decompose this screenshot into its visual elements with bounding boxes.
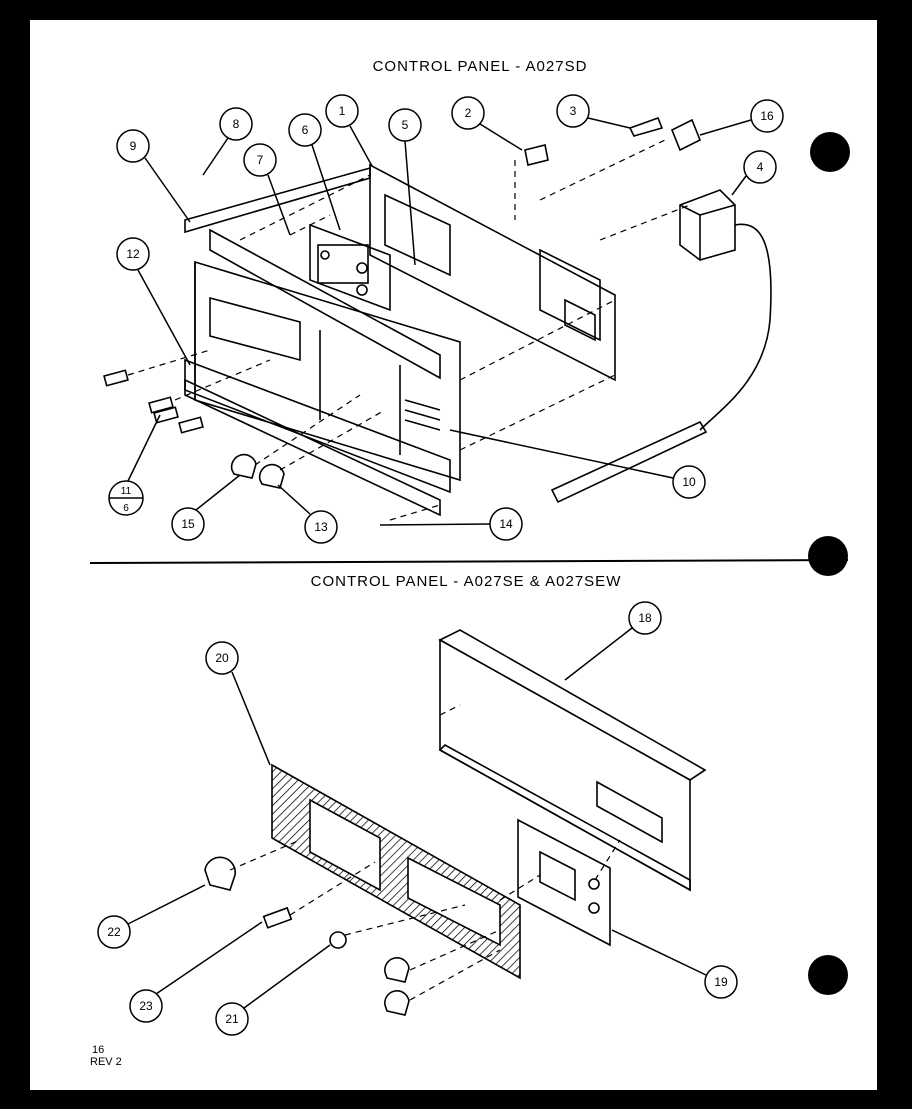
top-callouts [108, 94, 784, 544]
callout-22: 22 [107, 925, 121, 939]
callout-bubble [219, 107, 253, 141]
callout-4: 4 [757, 160, 764, 174]
page-number: 16 [92, 1044, 104, 1056]
bottom-callout-labels: 18 19 20 21 22 23 [107, 611, 728, 1026]
callout-bubble [288, 113, 322, 147]
callout-11-numerator: 11 [121, 486, 132, 497]
callout-3: 3 [570, 104, 577, 118]
section-divider [89, 559, 849, 564]
callout-7: 7 [257, 153, 264, 167]
callout-6-denominator: 6 [123, 503, 129, 514]
top-callout-labels: 1 2 3 4 5 6 7 8 9 10 12 13 14 15 16 11 6 [121, 104, 774, 534]
callout-bubble [556, 94, 590, 128]
callout-bubble [704, 965, 738, 999]
binder-hole-icon [808, 955, 848, 995]
bottom-callouts [97, 601, 738, 1036]
callout-bubble [743, 150, 777, 184]
callout-bubble [205, 641, 239, 675]
callout-21: 21 [225, 1012, 239, 1026]
callout-bubble [750, 99, 784, 133]
callout-bubble [215, 1002, 249, 1036]
callout-14: 14 [499, 517, 513, 531]
callout-bubble [672, 465, 706, 499]
top-assembly-drawing [103, 116, 772, 521]
callout-1: 1 [339, 104, 346, 118]
callout-10: 10 [682, 475, 696, 489]
callout-9: 9 [130, 139, 137, 153]
callout-23: 23 [139, 999, 153, 1013]
callout-5: 5 [402, 118, 409, 132]
binder-hole-icon [808, 536, 848, 576]
callout-18: 18 [638, 611, 652, 625]
callout-bubble [243, 143, 277, 177]
callout-bubble [129, 989, 163, 1023]
binder-hole-icon [810, 132, 850, 172]
revision-label: REV 2 [90, 1056, 122, 1068]
callout-bubble [304, 510, 338, 544]
bottom-diagram-title: CONTROL PANEL - A027SE & A027SEW [311, 573, 622, 590]
callout-bubble [116, 129, 150, 163]
callout-19: 19 [714, 975, 728, 989]
callout-2: 2 [465, 106, 472, 120]
callout-12: 12 [126, 247, 140, 261]
callout-bubble [325, 94, 359, 128]
callout-15: 15 [181, 517, 195, 531]
callout-20: 20 [215, 651, 229, 665]
callout-bubble [116, 237, 150, 271]
bottom-assembly-drawing [204, 629, 707, 1016]
callout-bubble [97, 915, 131, 949]
callout-bubble [451, 96, 485, 130]
callout-bubble [628, 601, 662, 635]
callout-bubble [171, 507, 205, 541]
callout-8: 8 [233, 117, 240, 131]
top-diagram-title: CONTROL PANEL - A027SD [373, 58, 588, 75]
callout-13: 13 [314, 520, 328, 534]
callout-6: 6 [302, 123, 309, 137]
callout-16: 16 [760, 109, 774, 123]
